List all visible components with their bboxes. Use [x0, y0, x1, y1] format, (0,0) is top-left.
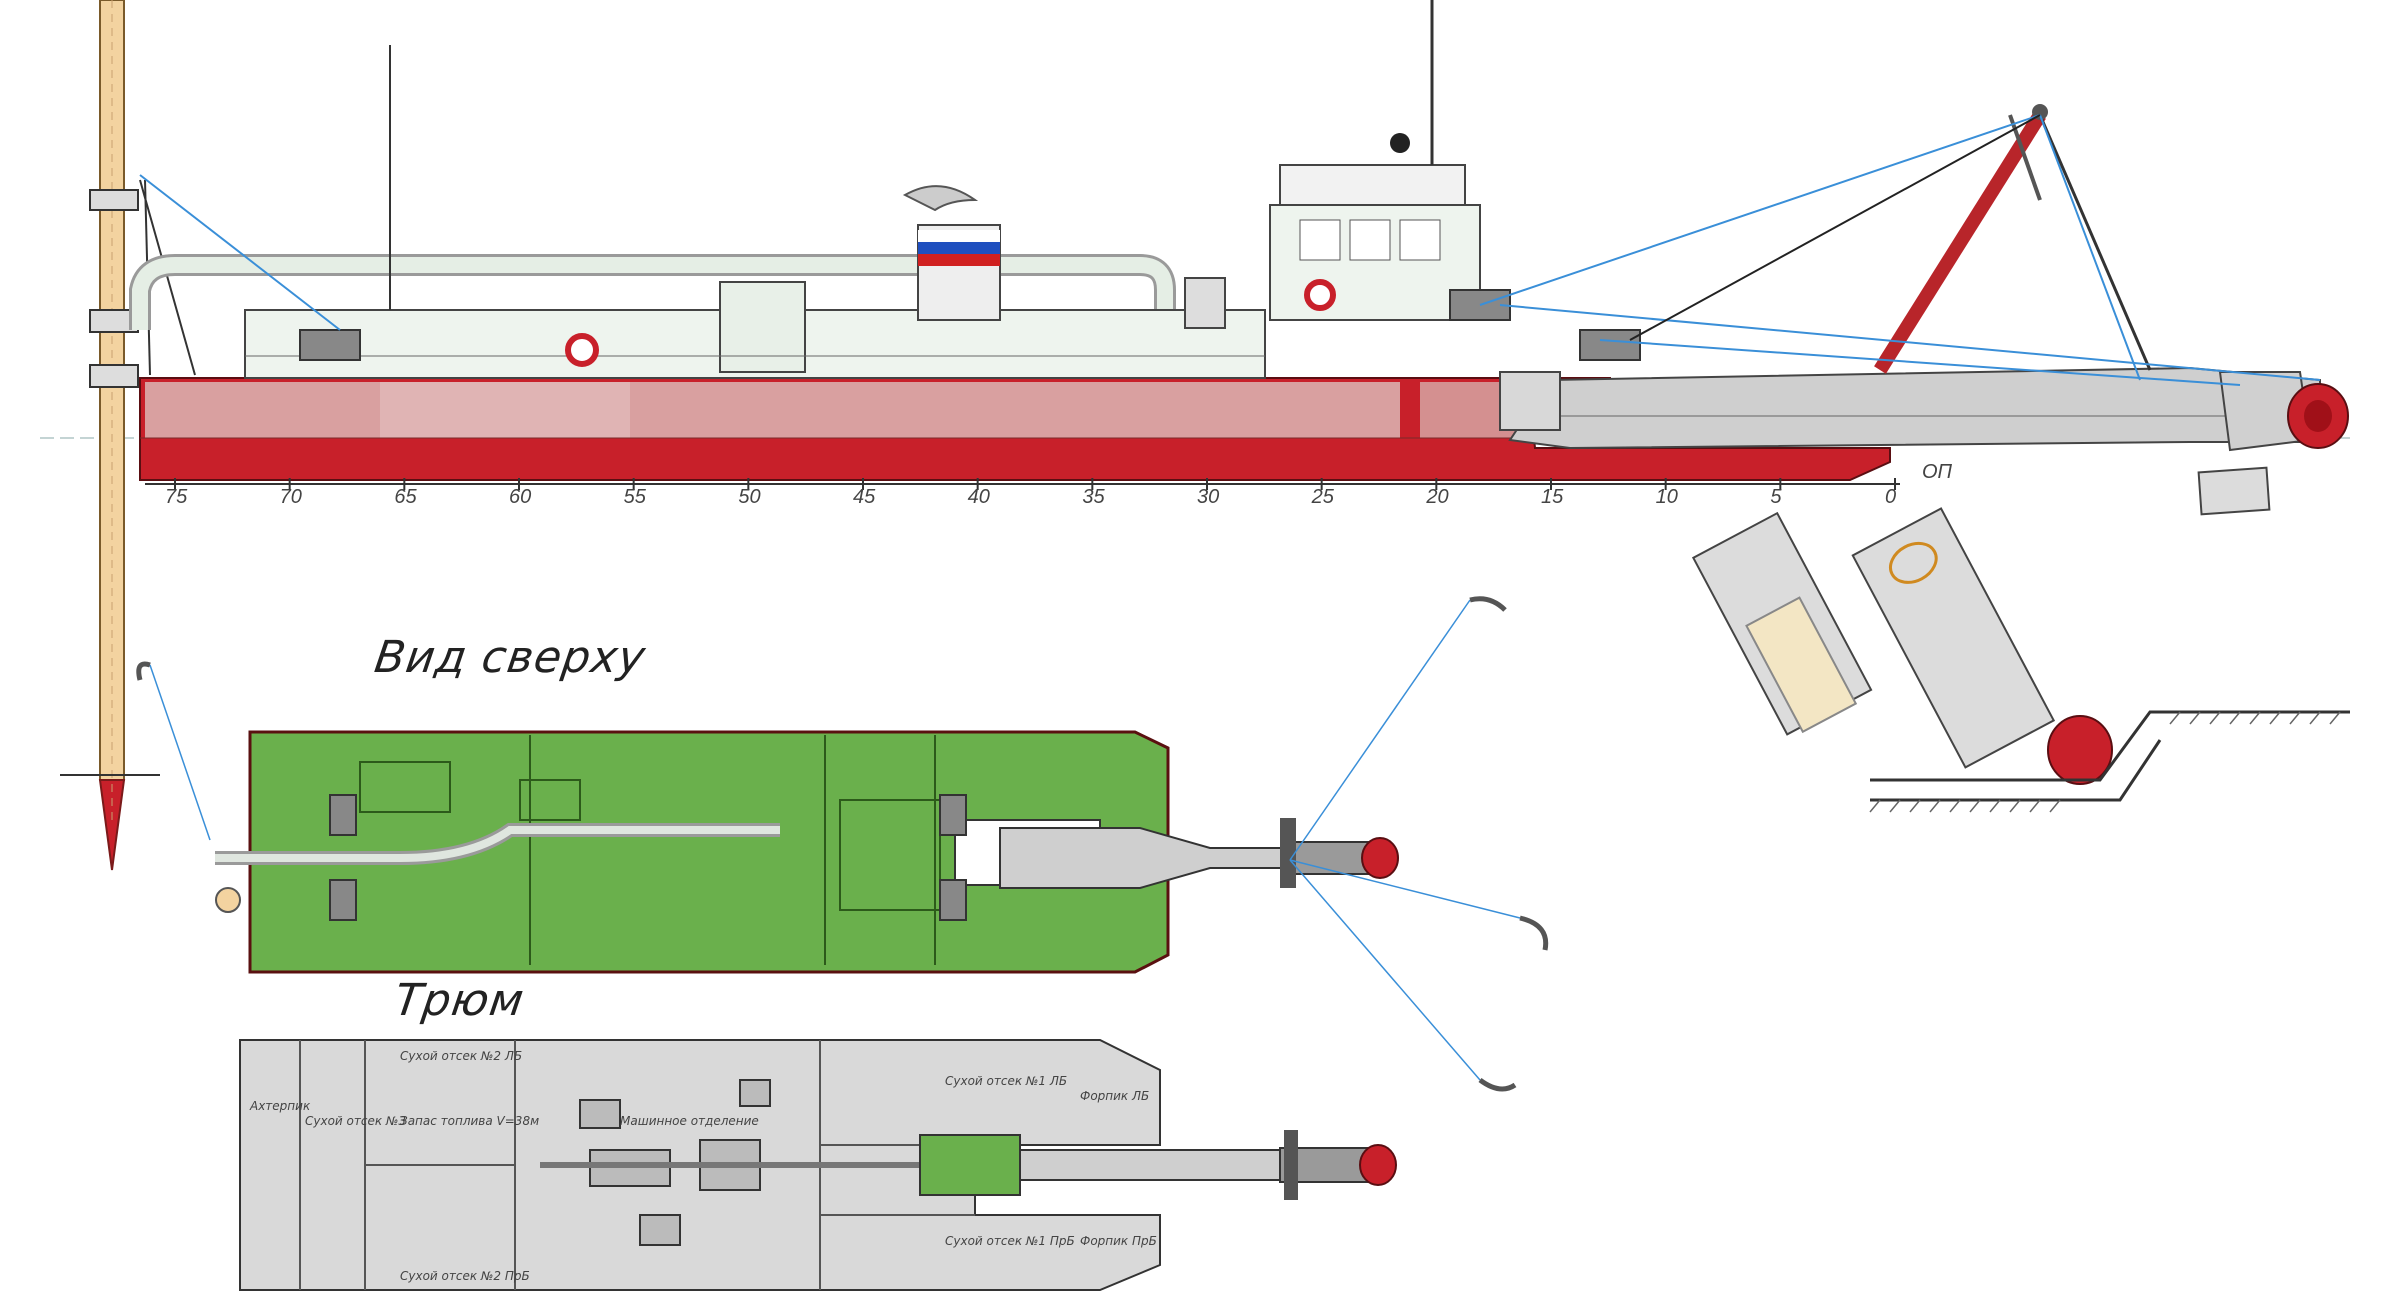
spud-frame [89, 179, 196, 388]
frame-label: 55 [624, 486, 647, 508]
label-forepeak-rb: Форпик ПрБ [1080, 1234, 1157, 1248]
detached-part [2197, 466, 2271, 516]
hold-title: Трюм [391, 975, 528, 1026]
seabed-profile [1870, 710, 2350, 802]
main-hull [139, 377, 1891, 481]
label-dry-1-lb: Сухой отсек №1 ЛБ [945, 1074, 1067, 1088]
cutter-positions-inset [1691, 507, 2350, 813]
deckhouse [244, 277, 1266, 379]
label-dry-3: Сухой отсек №3 [305, 1114, 406, 1128]
frame-label: 5 [1770, 486, 1782, 508]
lifebuoy-icon [1304, 279, 1336, 311]
label-aft: Ахтерпик [249, 1099, 311, 1113]
frame-label: 75 [165, 486, 188, 508]
frame-label: 0 [1885, 486, 1896, 508]
frame-label: 45 [853, 486, 876, 508]
wheelhouse [389, 0, 1481, 321]
label-dry-1-rb: Сухой отсек №1 ПрБ [945, 1234, 1075, 1248]
frame-label: 10 [1656, 486, 1678, 508]
frame-label: 50 [738, 486, 760, 508]
label-dry-2-rb: Сухой отсек №2 ПрБ [400, 1269, 530, 1283]
top-view [136, 596, 1549, 1092]
gantry [1874, 104, 2152, 374]
frame-label: 70 [280, 486, 302, 508]
cutter-head-icon [2047, 715, 2113, 785]
label-fuel: Запас топлива V=38м [400, 1114, 539, 1128]
frame-label: 15 [1541, 486, 1564, 508]
label-forepeak-lb: Форпик ЛБ [1080, 1089, 1149, 1103]
winches [299, 289, 1641, 361]
signal-ball-icon [1390, 133, 1410, 153]
baseline-label: ОП [1922, 461, 1953, 483]
frame-label: 40 [968, 486, 990, 508]
spud-pile [60, 0, 160, 871]
top-cutter-icon [1361, 837, 1399, 879]
anchor-wires [149, 599, 1521, 1081]
deck-details [359, 735, 941, 965]
deck-pipeline [129, 254, 1176, 330]
hold-cutter-icon [1359, 1144, 1397, 1186]
ladder-structure [1499, 366, 2321, 452]
label-dry-2-lb: Сухой отсек №2 ЛБ [400, 1049, 522, 1063]
top-winches [329, 794, 967, 921]
frame-label: 30 [1197, 486, 1219, 508]
funnel [902, 185, 1001, 321]
seabed-hatching [1869, 711, 2341, 813]
frame-label: 60 [509, 486, 531, 508]
hoist-wire [1629, 114, 2041, 341]
rigging [139, 114, 2321, 386]
top-ladder [999, 827, 1291, 889]
frame-label: 35 [1082, 486, 1105, 508]
frame-label: 25 [1311, 486, 1335, 508]
cutter-head [2287, 383, 2349, 449]
hold-bulkheads [299, 1040, 975, 1290]
frame-label: 20 [1425, 486, 1448, 508]
top-view-title: Вид сверху [371, 632, 649, 683]
lifebuoy-icon [565, 333, 599, 367]
anchor-icons [136, 596, 1549, 1092]
hold-view: Сухой отсек №2 ЛБ Сухой отсек №2 ПрБ Сух… [239, 1039, 1397, 1291]
label-engine-room: Машинное отделение [620, 1114, 759, 1128]
frame-label: 65 [394, 486, 417, 508]
